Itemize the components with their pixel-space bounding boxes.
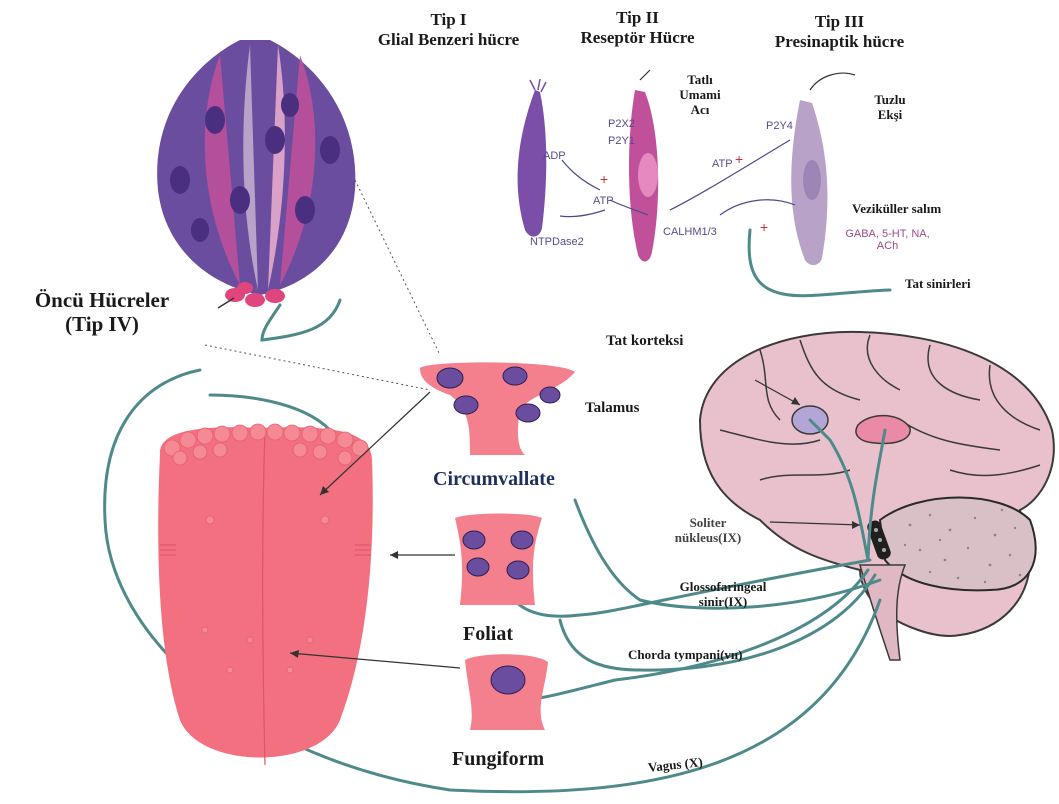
taste-salty: Tuzlu [860,93,920,108]
label-chorda-tympani: Chorda tympani(vıı) [628,648,742,663]
label-ntpdase2: NTPDase2 [530,236,584,248]
label-circumvallate: Circumvallate [433,468,555,491]
type1-line1: Tip I [366,10,531,30]
type2-title: Tip II Reseptör Hücre [565,8,710,47]
type1-cell [518,90,547,237]
label-adp: ADP [543,150,566,162]
svg-text:+: + [760,219,768,235]
taste-group-2: Tuzlu Ekşi [860,93,920,123]
taste-bitter: Acı [670,103,730,118]
fungiform-papilla [465,654,548,730]
circumvallate-papilla [420,362,575,455]
type3-line1: Tip III [752,12,927,32]
label-foliat: Foliat [463,623,513,646]
type3-title: Tip III Presinaptik hücre [752,12,927,51]
label-p2x2: P2X2 [608,118,635,130]
label-calhm: CALHM1/3 [663,226,717,238]
label-fungiform: Fungiform [452,748,544,771]
taste-bud-illustration [157,40,355,308]
label-taste-cortex: Tat korteksi [606,333,683,350]
tongue-body [158,427,373,757]
label-atp-right: ATP [712,158,733,170]
glosso-line1: Glossofaringeal [658,580,788,595]
label-glossopharyngeal: Glossofaringeal sinir(IX) [658,580,788,610]
label-taste-nerves: Tat sinirleri [905,277,971,292]
taste-sour: Ekşi [860,108,920,123]
glosso-line2: sinir(IX) [658,595,788,610]
label-atp-left: ATP [593,195,614,207]
label-vesicle-release: Veziküller salım [852,202,941,217]
transmitters-line1: GABA, 5-HT, NA, [840,228,935,240]
label-precursor-cells: Öncü Hücreler (Tip IV) [2,288,202,336]
taste-sweet: Tatlı [670,73,730,88]
taste-group-1: Tatlı Umami Acı [670,73,730,118]
type2-line1: Tip II [565,8,710,28]
solitary-line2: nükleus(IX) [663,531,753,546]
label-transmitters: GABA, 5-HT, NA, ACh [840,228,935,252]
svg-text:+: + [600,171,608,187]
tongue-back-nerve [210,395,330,430]
taste-umami: Umami [670,88,730,103]
label-thalamus: Talamus [585,400,639,417]
precursor-line2: (Tip IV) [2,312,202,336]
label-p2y1: P2Y1 [608,135,635,147]
solitary-line1: Soliter [663,516,753,531]
type3-line2: Presinaptik hücre [752,32,927,52]
transmitters-line2: ACh [840,240,935,252]
foliat-papilla [455,514,542,606]
type1-title: Tip I Glial Benzeri hücre [366,10,531,49]
label-p2y4: P2Y4 [766,120,793,132]
bud-nerve [262,300,340,340]
label-solitary-nucleus: Soliter nükleus(IX) [663,516,753,546]
type1-line2: Glial Benzeri hücre [366,30,531,50]
svg-text:+: + [735,151,743,167]
precursor-line1: Öncü Hücreler [2,288,202,312]
type2-line2: Reseptör Hücre [565,28,710,48]
